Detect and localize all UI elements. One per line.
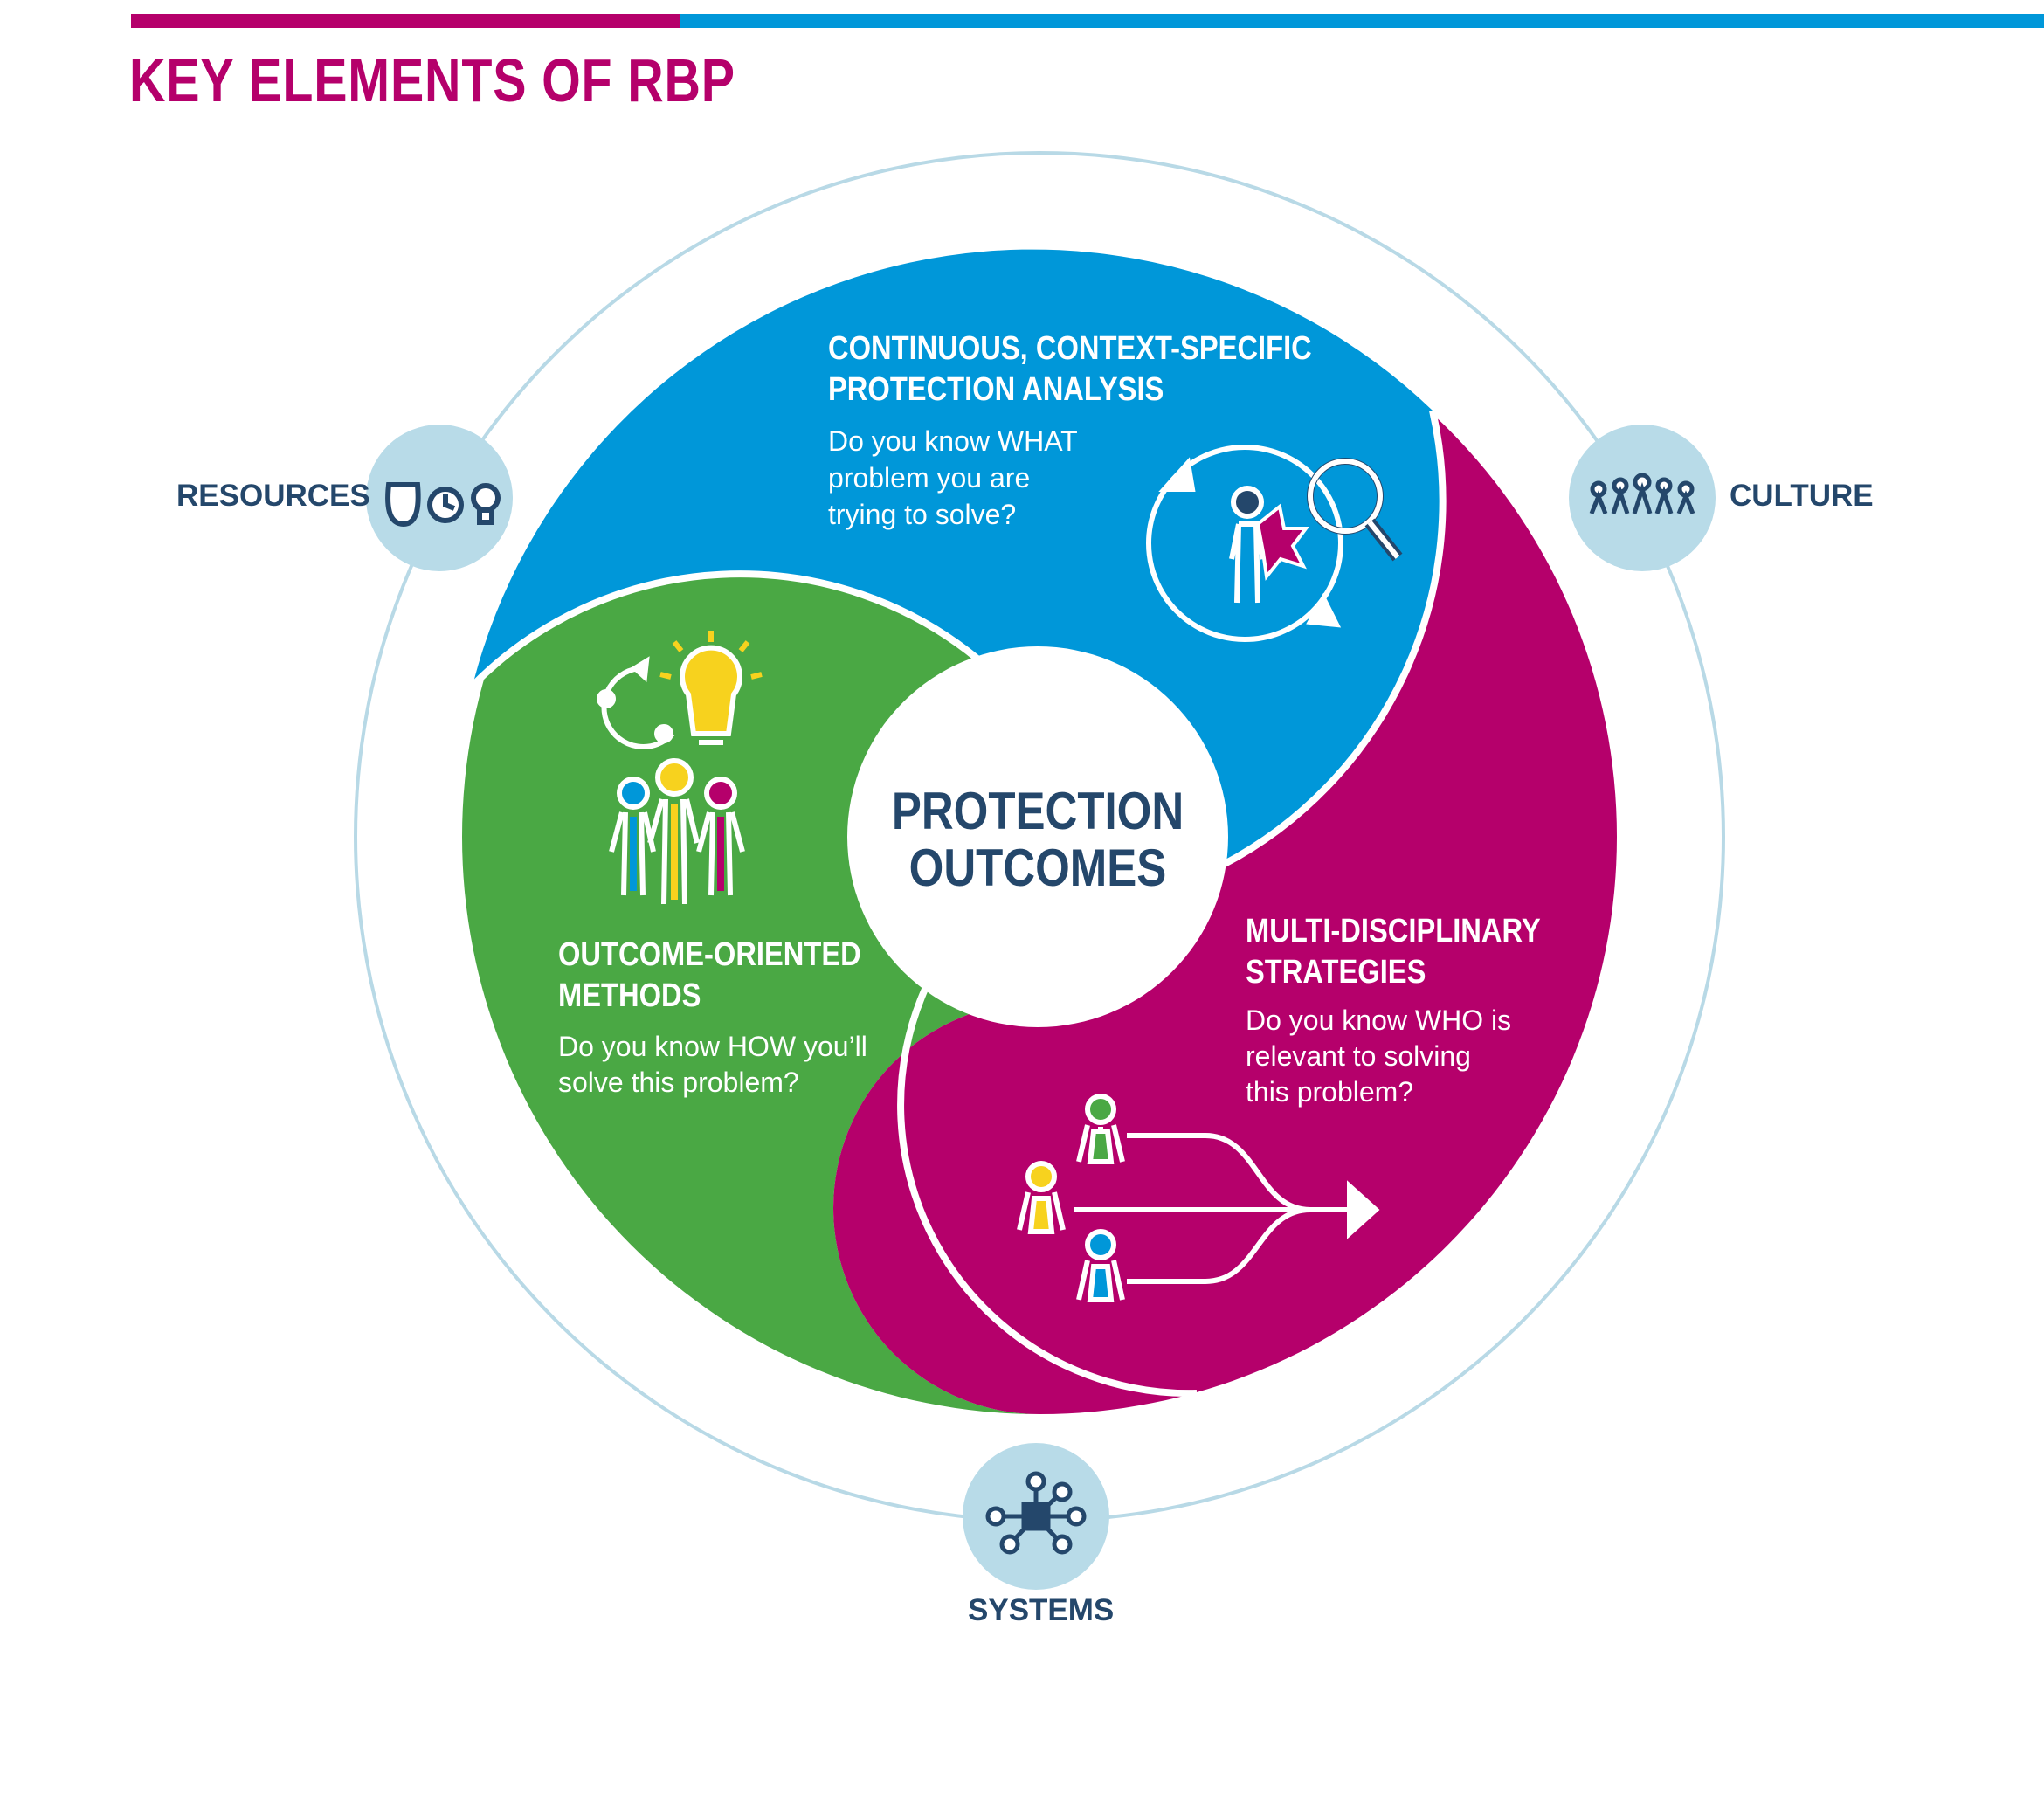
analysis-heading-line-2: PROTECTION ANALYSIS [828, 371, 1164, 408]
strategies-question-line-1: Do you know WHO is [1246, 1005, 1512, 1036]
people-converging-arrow-icon [1017, 1094, 1380, 1302]
methods-heading-line-1: OUTCOME-ORIENTED [558, 936, 861, 973]
culture-node [1569, 425, 1716, 571]
money-clock-lightbulb-icon [385, 482, 501, 528]
people-group-icon [1589, 473, 1695, 514]
methods-question-line-2: solve this problem? [558, 1067, 799, 1098]
page-title: KEY ELEMENTS OF RBP [129, 46, 735, 114]
methods-question-line-1: Do you know HOW you’ll [558, 1031, 867, 1062]
center-circle [847, 646, 1228, 1027]
header-accent-bar-magenta [131, 14, 680, 28]
strategies-heading-line-1: MULTI-DISCIPLINARY [1246, 913, 1541, 949]
strategies-question-line-2: relevant to solving [1246, 1040, 1471, 1072]
analysis-heading-line-1: CONTINUOUS, CONTEXT-SPECIFIC [828, 330, 1312, 367]
header-accent-bar-blue [680, 14, 2044, 28]
center-label-line-1: PROTECTION [891, 782, 1184, 840]
segment-analysis-shape [473, 249, 1443, 865]
resources-node [366, 425, 513, 571]
analysis-question-line-1: Do you know WHAT [828, 425, 1078, 457]
culture-label: CULTURE [1730, 479, 1874, 513]
people-lightbulb-icon [597, 631, 763, 905]
network-nodes-icon [985, 1471, 1087, 1555]
systems-node [963, 1443, 1109, 1590]
person-magnifier-cycle-icon [1146, 445, 1403, 642]
systems-label: SYSTEMS [968, 1593, 1115, 1627]
strategies-heading-line-2: STRATEGIES [1246, 954, 1426, 991]
resources-label: RESOURCES [176, 479, 370, 513]
strategies-question-line-3: this problem? [1246, 1076, 1414, 1108]
analysis-question-line-2: problem you are [828, 462, 1031, 494]
center-label-line-2: OUTCOMES [908, 839, 1167, 897]
analysis-question-line-3: trying to solve? [828, 499, 1017, 530]
methods-heading-line-2: METHODS [558, 977, 701, 1014]
